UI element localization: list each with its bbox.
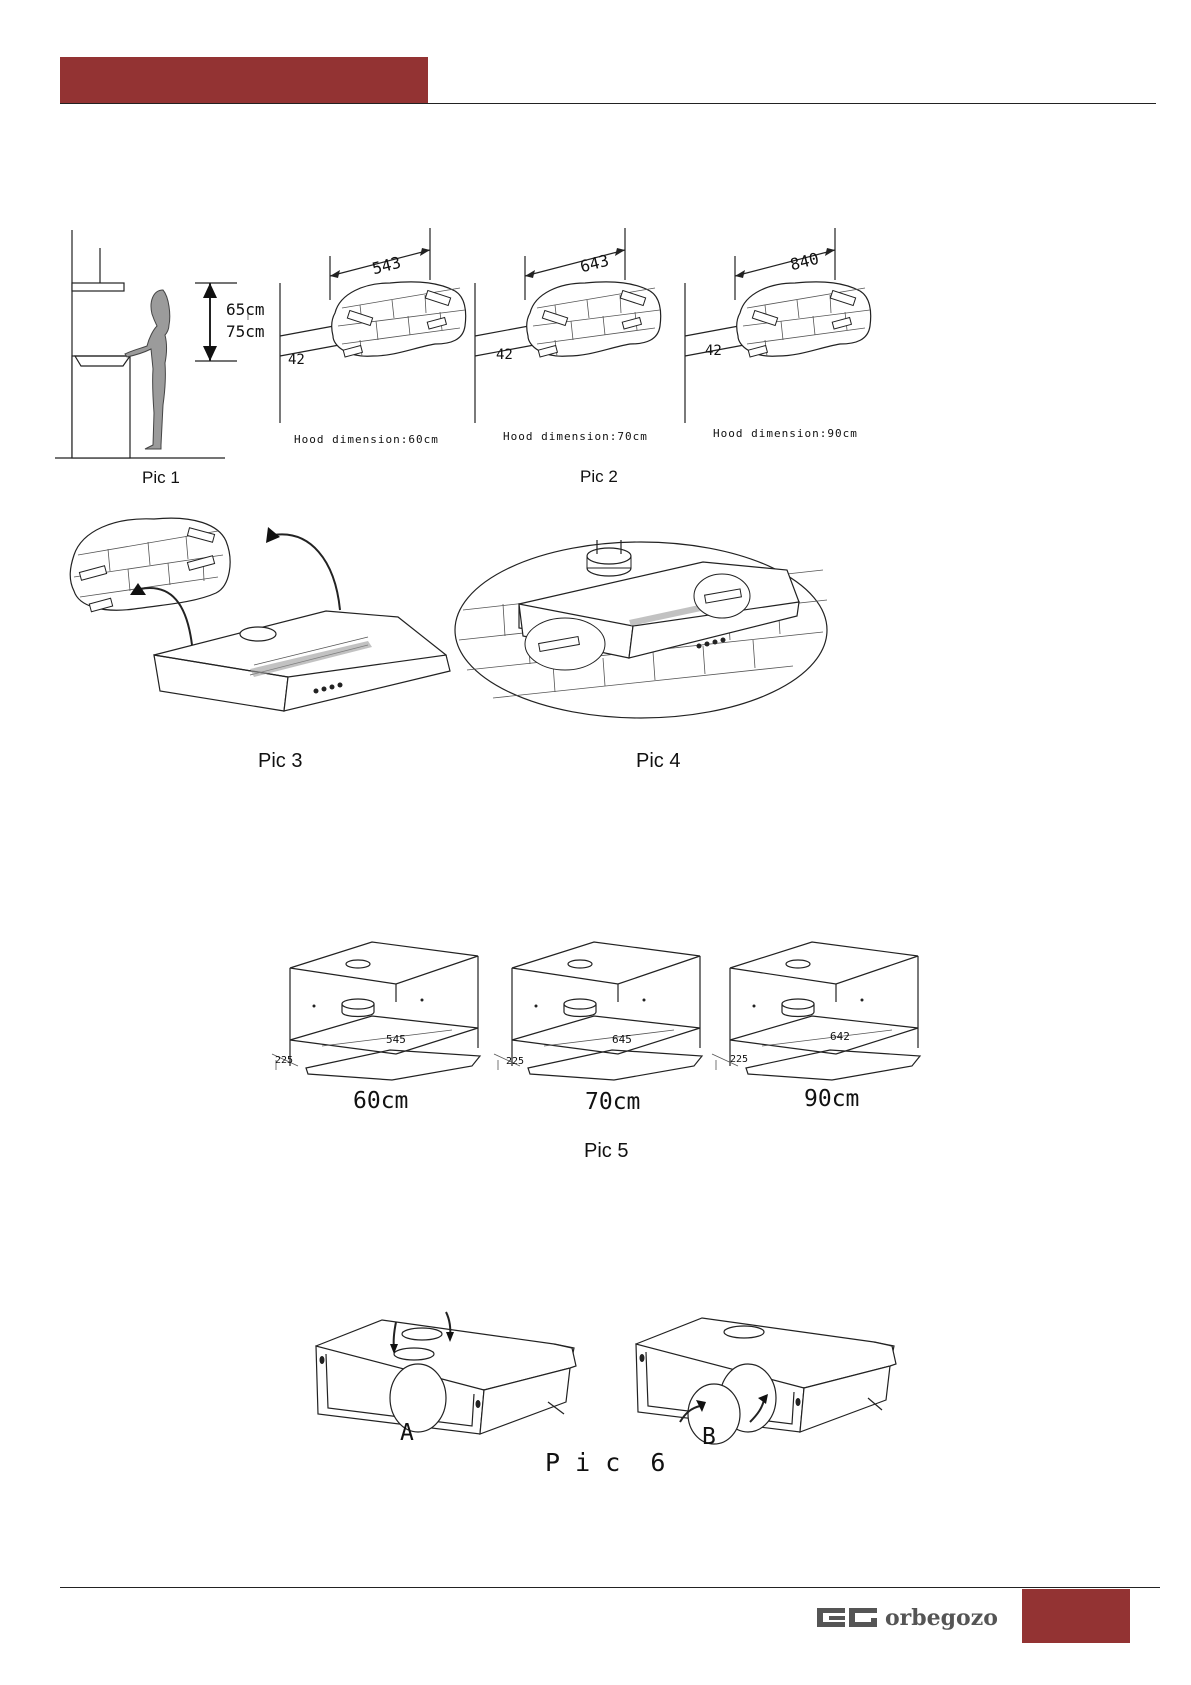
pic1-height-max: 75cm	[226, 322, 265, 341]
pic2-hood-size-60: :60cm	[401, 433, 439, 446]
footer-rule	[60, 1587, 1160, 1588]
pic6-caption: P i c 6	[545, 1448, 665, 1477]
pic5-width-60: 545	[386, 1033, 406, 1046]
pic5-caption: Pic 5	[584, 1140, 628, 1163]
header-accent-bar	[60, 57, 428, 103]
pic5-illustration	[272, 942, 922, 1077]
pic5-width-90: 642	[830, 1030, 850, 1043]
pic5-depth-90: 225	[730, 1054, 748, 1065]
pic5-width-70: 645	[612, 1033, 632, 1046]
footer-accent-bar	[1022, 1589, 1130, 1643]
pic6-label-b: B	[702, 1424, 716, 1450]
brand-logo: orbegozo	[815, 1604, 1011, 1630]
pic2-hood-label-90: Hood dimension	[713, 427, 820, 440]
pic3-caption: Pic 3	[258, 750, 302, 773]
pic1-caption: Pic 1	[142, 468, 180, 488]
pic5-size-90: 90cm	[804, 1086, 859, 1112]
pic2-offset-90: 42	[705, 343, 722, 359]
pic1-illustration	[55, 228, 285, 463]
pic2-hood-size-90: :90cm	[820, 427, 858, 440]
brand-logo-text: orbegozo	[885, 1605, 998, 1631]
pic5-depth-60: 225	[275, 1055, 293, 1066]
pic2-hood-label-60: Hood dimension	[294, 433, 401, 446]
pic2-caption: Pic 2	[580, 467, 618, 487]
pic2-hood-90: Hood dimension:90cm	[713, 427, 858, 440]
pic2-hood-60: Hood dimension:60cm	[294, 433, 439, 446]
pic2-offset-60: 42	[288, 352, 305, 368]
pic5-depth-70: 225	[506, 1056, 524, 1067]
pic2-offset-70: 42	[496, 347, 513, 363]
pic4-illustration	[453, 540, 829, 720]
pic2-hood-70: Hood dimension:70cm	[503, 430, 648, 443]
pic5-size-70: 70cm	[585, 1089, 640, 1115]
pic2-hood-label-70: Hood dimension	[503, 430, 610, 443]
header-rule	[60, 103, 1156, 104]
pic6-illustration	[310, 1302, 880, 1427]
pic5-size-60: 60cm	[353, 1088, 408, 1114]
pic3-illustration	[68, 515, 458, 730]
pic2-hood-size-70: :70cm	[610, 430, 648, 443]
pic6-label-a: A	[400, 1420, 414, 1446]
pic1-height-min: 65cm	[226, 300, 265, 319]
pic4-caption: Pic 4	[636, 750, 680, 773]
